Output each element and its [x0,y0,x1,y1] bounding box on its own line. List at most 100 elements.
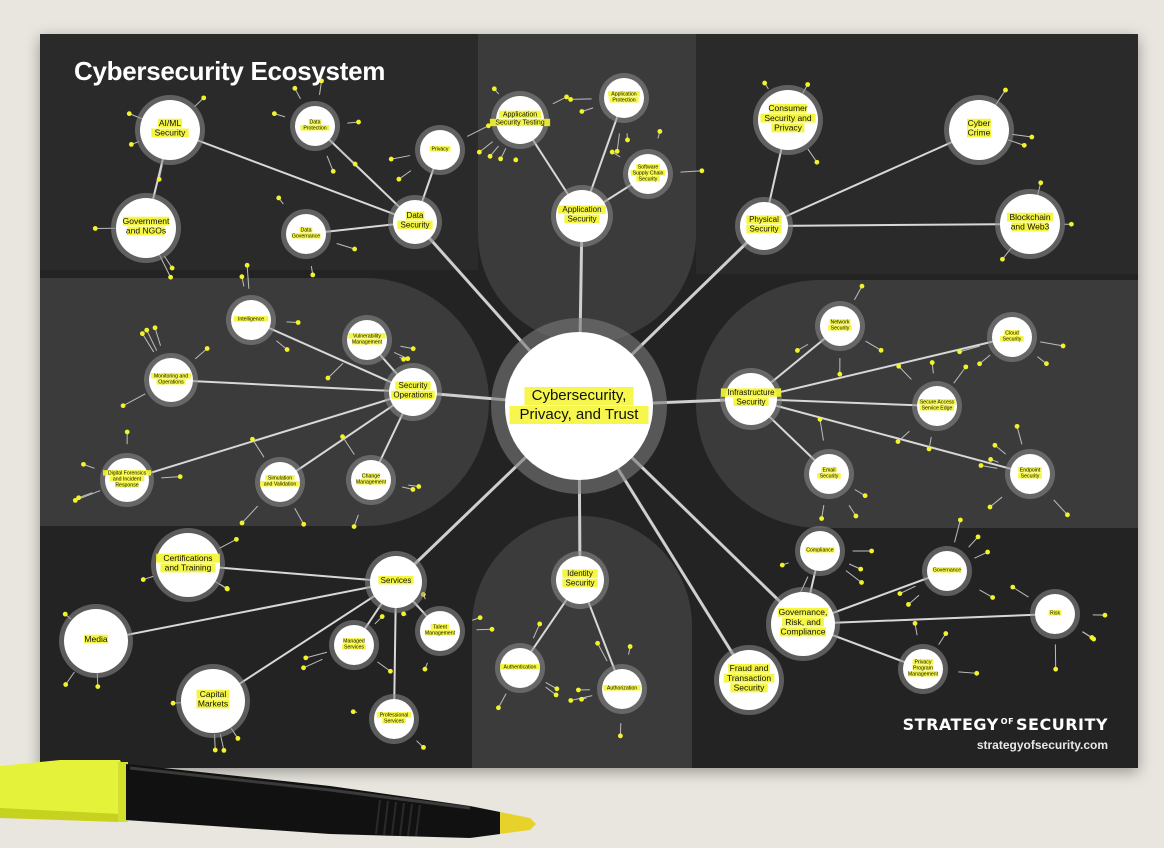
node-authorization: Authorization [597,664,647,714]
leaf-dot [978,463,984,468]
leaf-dot [405,356,411,362]
brand-name-mid: OF [1000,716,1015,726]
highlight-mark [630,170,666,176]
leaf-line [338,147,356,165]
leaf-dot [895,439,901,445]
highlight-mark [1048,610,1062,616]
highlight-mark [291,233,321,239]
leaf-dot [325,375,331,381]
leaf-line [1012,586,1029,598]
leaf-dot [795,348,800,353]
node-grc-label-line: Governance, [779,607,828,617]
node-government-label-line: and NGOs [126,226,166,236]
highlight-mark [425,630,455,636]
connector-cyber-crime [763,129,980,227]
highlight-mark [361,473,381,479]
poster-title: Cybersecurity Ecosystem [74,56,386,86]
highlight-mark [397,220,433,229]
node-blockchain-label-line: Blockchain [1009,212,1050,222]
leaf-dot [537,621,543,627]
node-network-security-label-line: Network [830,320,849,326]
leaf-line [141,333,155,353]
highlight-mark [157,118,183,128]
leaf-dot [212,747,218,753]
highlight-mark [151,128,189,138]
leaf-dot [128,142,134,147]
brand-name-right: SECURITY [1016,715,1108,734]
leaf-dot [1053,666,1059,672]
node-aiml-label-line: Security [155,128,186,138]
leaf-dot [140,577,146,582]
leaf-dot [985,549,991,555]
highlight-mark [103,470,151,476]
node-consumer-label-line: Security and [764,113,812,123]
leaf-dot [422,666,428,672]
node-intelligence: Intelligence [226,295,276,345]
highlight-mark [343,638,365,644]
leaf-line [377,661,391,672]
node-professional-label-line: Services [384,719,404,725]
node-compliance-label-line: Compliance [806,548,834,554]
node-services: Services [365,551,427,613]
node-fraud-label-line: Fraud and [730,663,769,673]
highlight-mark [817,473,841,479]
leaf-dot [837,371,843,377]
leaf-dot [568,97,574,102]
highlight-mark [352,339,382,345]
leaf-line [989,496,1003,508]
leaf-dot [1044,361,1049,367]
node-infrastructure-security-label-line: Security [737,397,766,406]
highlight-mark [746,215,782,224]
leaf-dot [201,95,207,101]
highlight-mark [500,664,540,670]
highlight-mark [430,624,450,630]
leaf-dot [625,137,630,143]
leaf-dot [487,153,493,159]
leaf-dot [595,640,600,646]
highlight-mark [382,718,406,724]
highlight-mark [342,644,366,650]
leaf-dot [295,320,301,325]
highlight-mark [300,125,330,131]
leaf-dot [977,361,983,367]
leaf-dot [396,176,402,182]
leaf-dot [627,644,633,649]
leaf-line [393,351,408,360]
highlight-mark [115,482,139,488]
highlight-mark [356,479,386,485]
leaf-dot [869,548,874,554]
node-cloud-security-label-line: Cloud [1005,331,1019,337]
leaf-dot [498,156,504,162]
leaf-line [158,164,163,180]
leaf-dot [62,611,68,617]
leaf-line [391,155,411,160]
highlight-mark [720,388,782,397]
highlight-mark [156,553,220,563]
highlight-mark [918,399,956,405]
node-endpoint-label-line: Security [1021,474,1040,480]
node-software-supply-chain-label-line: Supply Chain [633,171,664,177]
connector-blockchain [763,223,1031,227]
leaf-dot [239,520,245,526]
leaf-dot [310,272,316,278]
highlight-mark [429,146,451,152]
center-highlight [524,387,634,405]
node-endpoint-label-line: Endpoint [1020,468,1041,474]
leaf-line [65,671,75,685]
leaf-line [680,170,702,173]
leaf-line [974,551,988,559]
node-privacy-program-label-line: Privacy [914,660,931,666]
leaf-line [303,658,323,669]
leaf-dot [1010,584,1016,590]
leaf-dot [92,226,98,231]
node-application-testing-label-line: Application [503,112,537,119]
